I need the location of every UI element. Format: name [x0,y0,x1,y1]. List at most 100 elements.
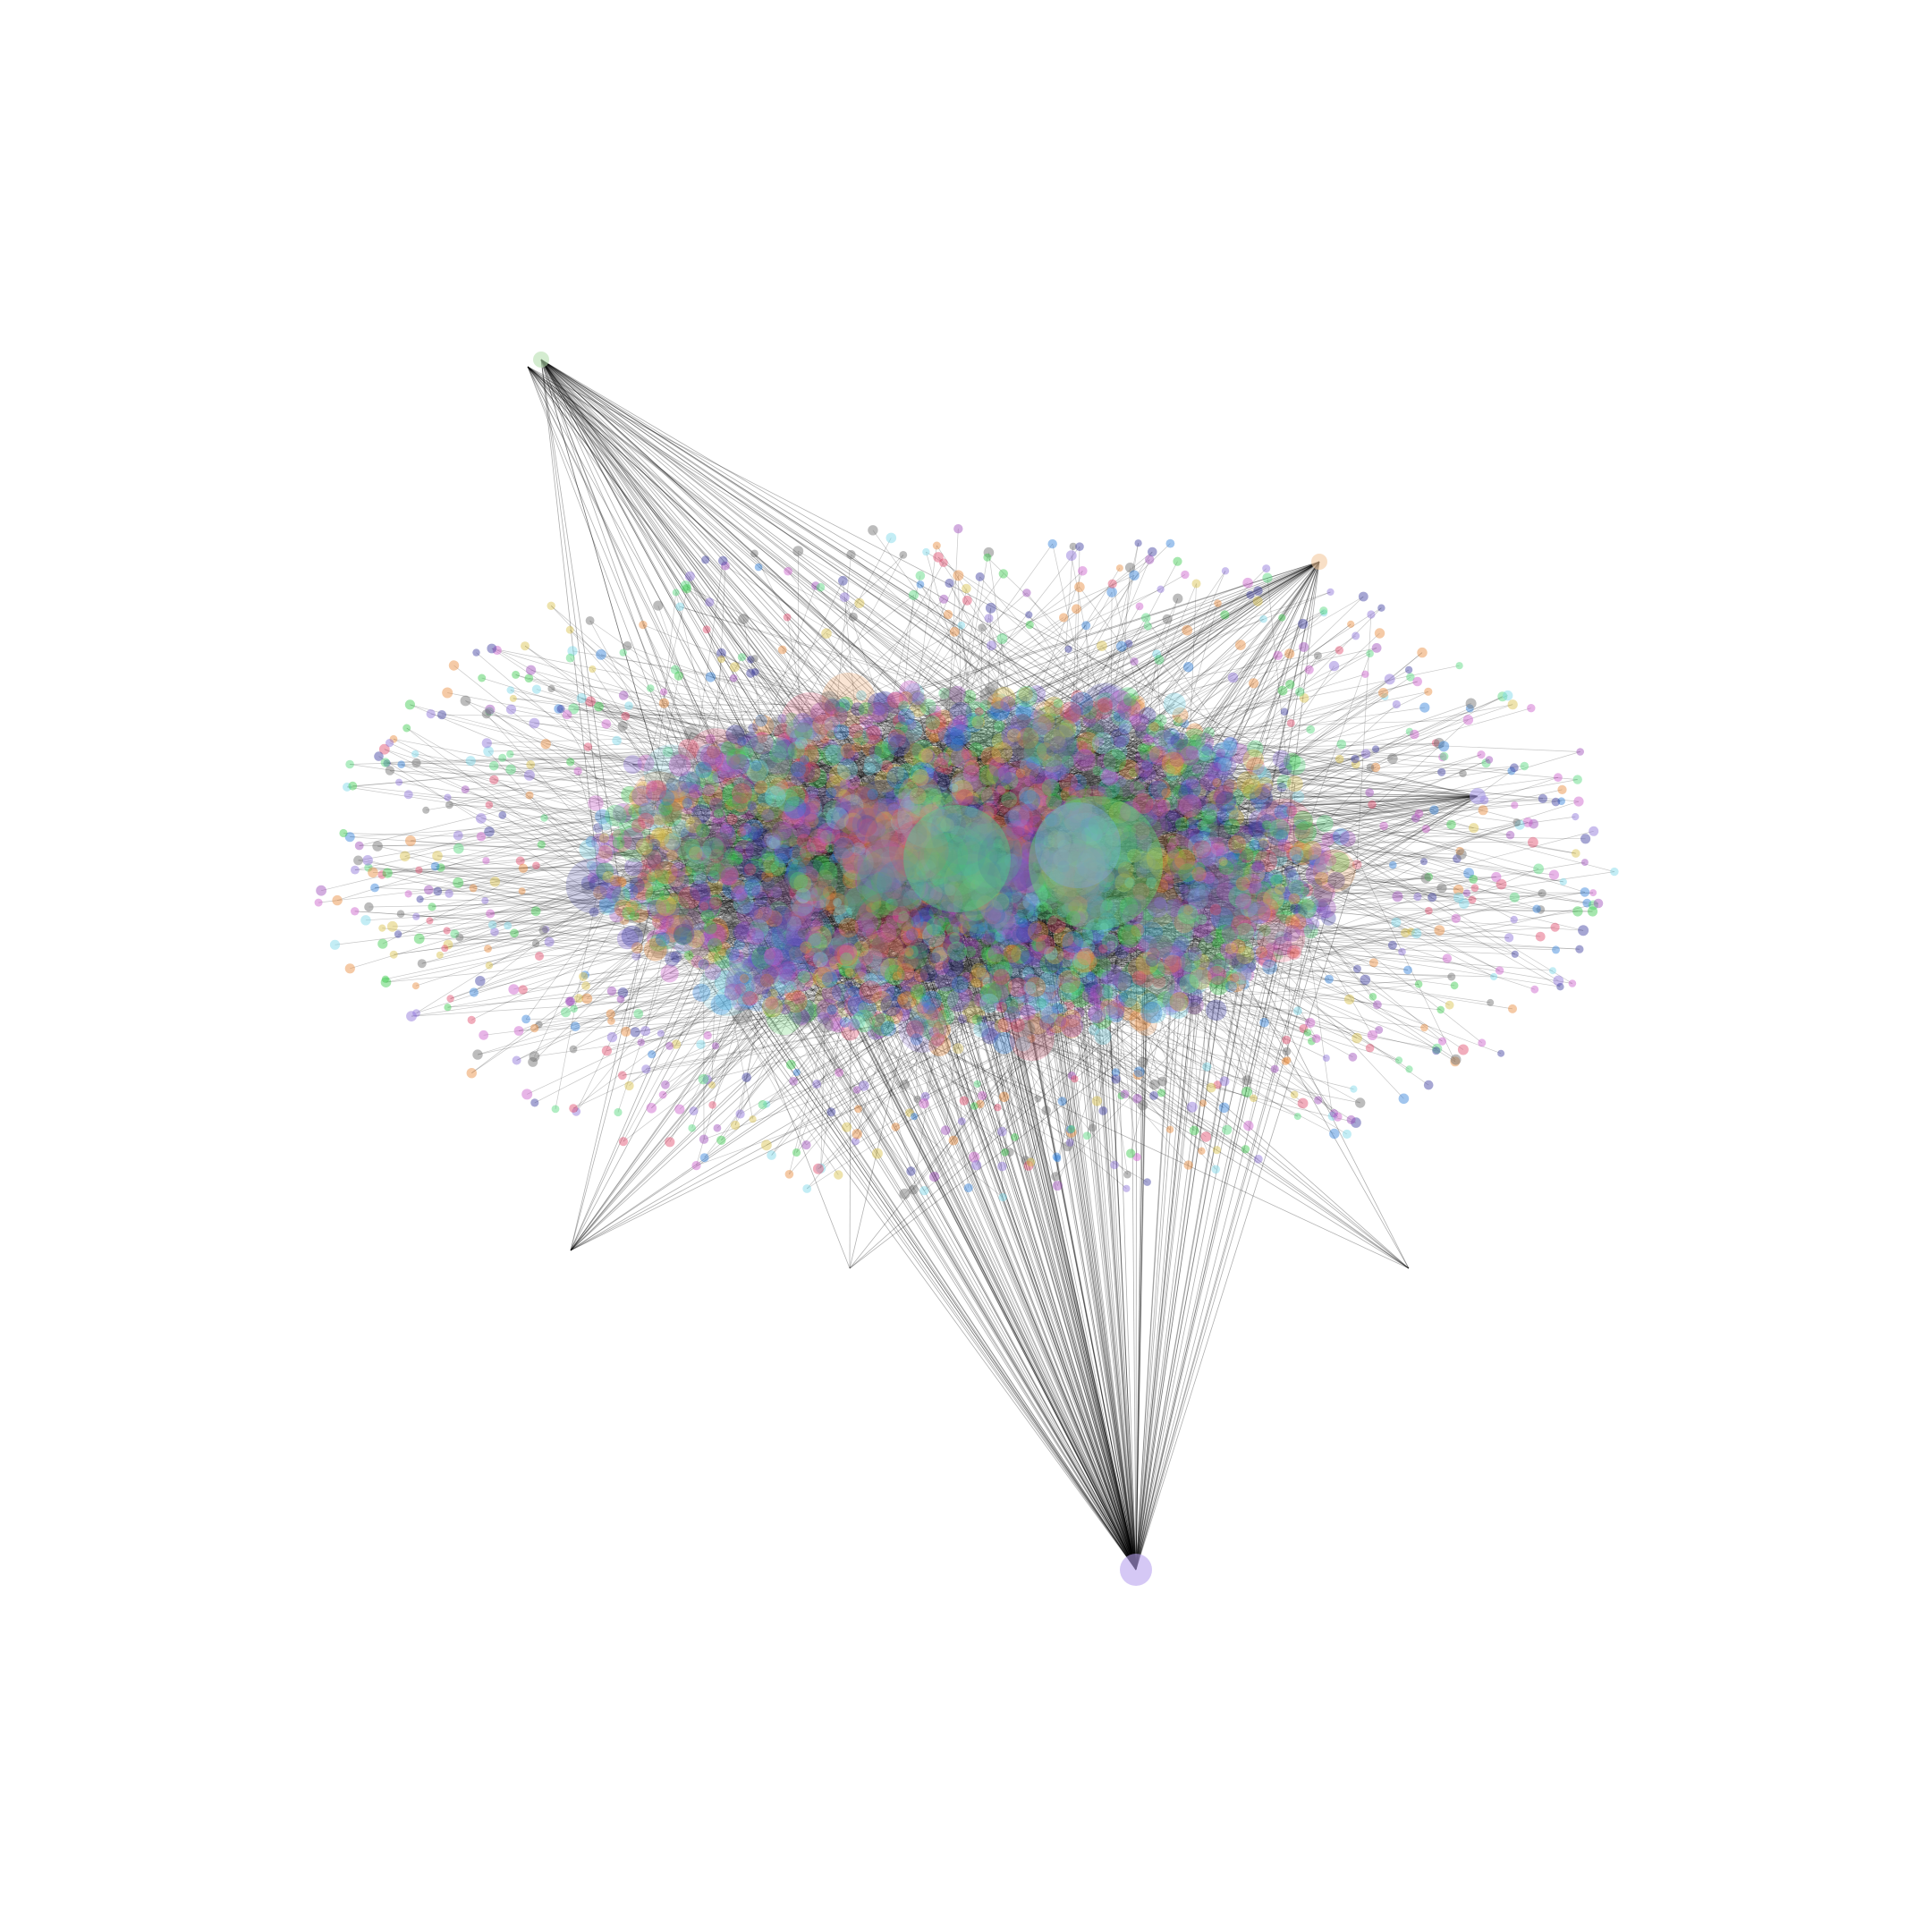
graph-edge [884,870,1148,945]
graph-edge [1085,843,1088,859]
graph-edge [842,815,1077,841]
graph-edge [775,841,1130,952]
graph-edge [733,759,1010,782]
graph-edge [1180,880,1337,968]
graph-edge [854,790,1022,969]
graph-edge [632,758,1282,765]
graph-edge [704,955,848,965]
graph-edge [718,841,1072,1030]
graph-edge [984,783,1295,858]
graph-edge [623,908,876,940]
graph-edge [945,957,1026,981]
graph-edge [828,808,860,930]
graph-edge [673,750,1052,936]
graph-edge [930,859,1297,895]
graph-edge [681,788,869,835]
graph-edge [1172,774,1232,949]
graph-edge [671,816,958,919]
graph-edge [976,981,988,984]
graph-edge [828,700,1259,795]
graph-edge [1120,737,1191,757]
graph-edge [802,722,1300,847]
graph-edge [688,758,944,956]
graph-edge [1087,886,1216,911]
graph-edge [835,808,889,977]
graph-edge [955,727,1141,832]
graph-edge [982,878,1184,924]
graph-edge [1068,782,1109,979]
graph-edge [645,902,892,929]
graph-edge [792,903,845,970]
graph-edge [1158,826,1306,892]
graph-edge [792,868,1199,879]
graph-edge [981,703,1009,830]
graph-edge [695,791,752,998]
graph-edge [823,813,1167,827]
graph-edge [852,824,1030,850]
graph-edge [1086,748,1279,858]
graph-edge [719,826,1021,850]
graph-edge [655,949,772,1004]
graph-edge [803,908,1229,928]
graph-edge [792,754,1167,794]
graph-edge [672,908,904,917]
graph-edge [862,792,1217,976]
graph-edge [769,885,1277,914]
graph-edge [925,804,996,954]
graph-edge [771,770,1098,957]
graph-edge [1092,888,1199,989]
graph-edge [918,857,986,1005]
graph-edge [884,834,920,1024]
graph-edge [655,949,793,993]
graph-edge [712,794,940,1046]
graph-edge [884,819,1049,1015]
graph-edge [928,890,1102,1002]
graph-edge [920,779,1080,921]
graph-edge [634,910,1114,917]
graph-edge [1037,775,1233,958]
graph-edge [1085,836,1222,962]
graph-edge [942,827,1179,1008]
graph-edge [708,940,1197,984]
graph-edge [830,830,854,997]
graph-edge [874,853,921,976]
graph-edge [795,816,1079,959]
graph-edge [915,903,1032,917]
graph-edge [1076,788,1252,989]
graph-edge [831,754,1038,841]
graph-edge [991,910,1072,1030]
graph-edge [819,936,836,977]
graph-edge [965,747,1070,822]
graph-edge [1063,866,1103,1020]
graph-edge [977,911,1141,1021]
graph-edge [910,804,1188,874]
graph-edge [836,878,1322,903]
graph-edge [970,710,1000,774]
graph-edge [838,818,1093,989]
graph-edge [743,899,1065,976]
graph-edge [865,708,1209,783]
graph-edge [1101,872,1318,975]
graph-edge [801,737,955,909]
graph-edge [824,738,941,766]
graph-edge [857,708,1231,746]
graph-edge [920,777,1106,860]
graph-edge [1149,774,1266,786]
graph-edge [943,720,1024,759]
graph-edge [688,834,885,897]
graph-edge [1029,776,1262,808]
graph-edge [847,739,1022,958]
graph-edge [1108,855,1135,877]
graph-edge [908,722,934,775]
graph-edge [848,776,1111,819]
graph-edge [743,823,850,865]
graph-edge [656,748,729,871]
graph-edge [867,911,1133,916]
graph-edge [1126,878,1322,946]
graph-edge [848,818,983,877]
graph-edge [979,814,1145,873]
graph-edge [888,848,1188,983]
graph-edge [870,907,988,939]
graph-edge [647,810,1150,869]
graph-edge [919,1000,1038,1025]
